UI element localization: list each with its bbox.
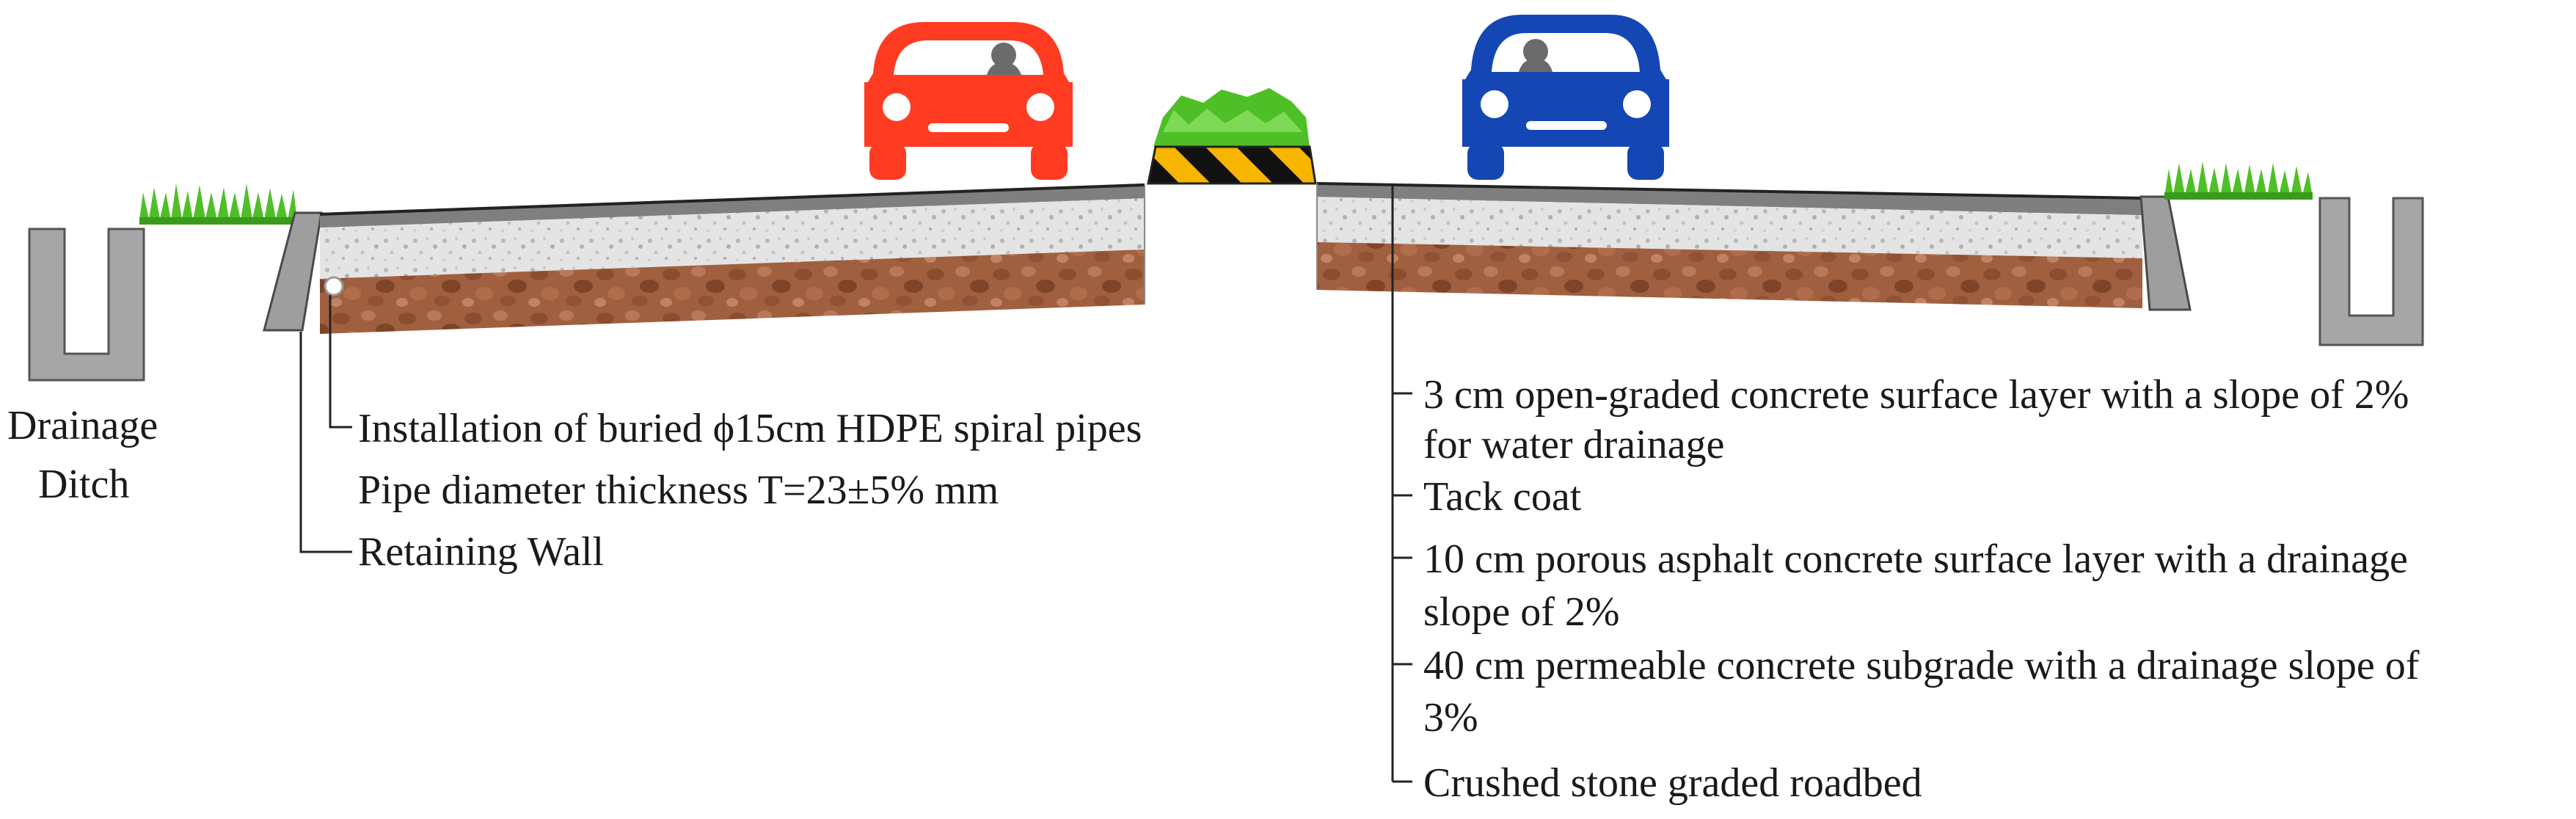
porous-asphalt-label-line2: slope of 2% [1423,589,1620,635]
hdpe-pipe-icon [324,276,344,296]
grass-tuft-icon [139,183,297,225]
drainage-ditch-icon [28,228,145,382]
retaining-wall-label: Retaining Wall [358,529,604,575]
tack-coat-label: Tack coat [1423,474,1582,520]
retaining-wall-right-icon [2139,195,2192,311]
retaining-wall-icon [263,211,323,332]
pipe-label-line2: Pipe diameter thickness T=23±5% mm [358,467,999,513]
roadbed-label: Crushed stone graded roadbed [1423,760,1922,806]
drainage-ditch-label-line2: Ditch [38,462,129,507]
left-leader-lines [299,295,352,553]
median-planter-icon [1147,88,1317,185]
drainage-ditch-right-icon [2318,197,2424,346]
subgrade-label-line2: 3% [1423,695,1478,740]
pipe-label-line1: Installation of buried ϕ15cm HDPE spiral… [358,406,1142,451]
surface-layer-label-line1: 3 cm open-graded concrete surface layer … [1423,372,2409,418]
red-car-icon [864,22,1073,180]
subgrade-label-line1: 40 cm permeable concrete subgrade with a… [1423,643,2420,688]
blue-car-icon [1462,15,1669,180]
grass-tuft-right-icon [2164,161,2313,200]
surface-layer-label-line2: for water drainage [1423,422,1724,467]
drainage-ditch-label-line1: Drainage [7,403,158,448]
right-road-pavement [1316,182,2143,308]
left-road-pavement [319,183,1145,334]
porous-asphalt-label-line1: 10 cm porous asphalt concrete surface la… [1423,536,2408,582]
right-leader-lines [1391,183,1412,783]
